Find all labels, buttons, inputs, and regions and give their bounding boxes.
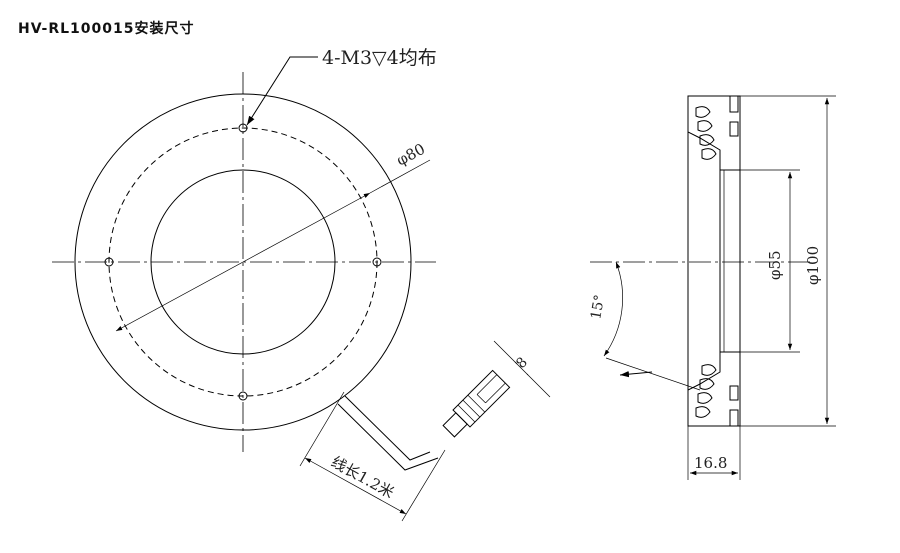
cable-dia-label: 8 (513, 354, 531, 372)
cable-length-label: 线长1.2米 (328, 453, 397, 502)
mount-hole (238, 123, 248, 133)
bolt-circle (108, 127, 378, 397)
cable-connector (442, 369, 511, 438)
front-view: 4-M3▽4均布 φ80 8 线长1.2米 (52, 47, 551, 522)
hole-leader (246, 56, 318, 126)
ring-body-outline (687, 95, 741, 427)
angle-ray (605, 357, 701, 391)
cable (344, 395, 431, 461)
dia55-label: φ55 (766, 250, 784, 280)
dia100-label: φ100 (804, 246, 822, 285)
mount-hole (238, 391, 248, 401)
mount-hole (372, 257, 382, 267)
dia80-dimension (115, 192, 371, 332)
cable-length-dimension (304, 457, 407, 515)
side-view: 15° φ55 φ100 16.8 (588, 95, 836, 480)
led-array-top (695, 95, 739, 160)
dia80-label: φ80 (393, 140, 428, 170)
drawing-title: HV-RL100015安装尺寸 (18, 21, 195, 37)
outer-circle (74, 93, 412, 431)
angle-arc (603, 261, 623, 357)
led-array-bottom (695, 364, 739, 427)
mount-hole (104, 257, 114, 267)
angle-label: 15° (588, 293, 608, 320)
hole-spec-label: 4-M3▽4均布 (322, 47, 437, 69)
thickness-label: 16.8 (694, 454, 727, 472)
